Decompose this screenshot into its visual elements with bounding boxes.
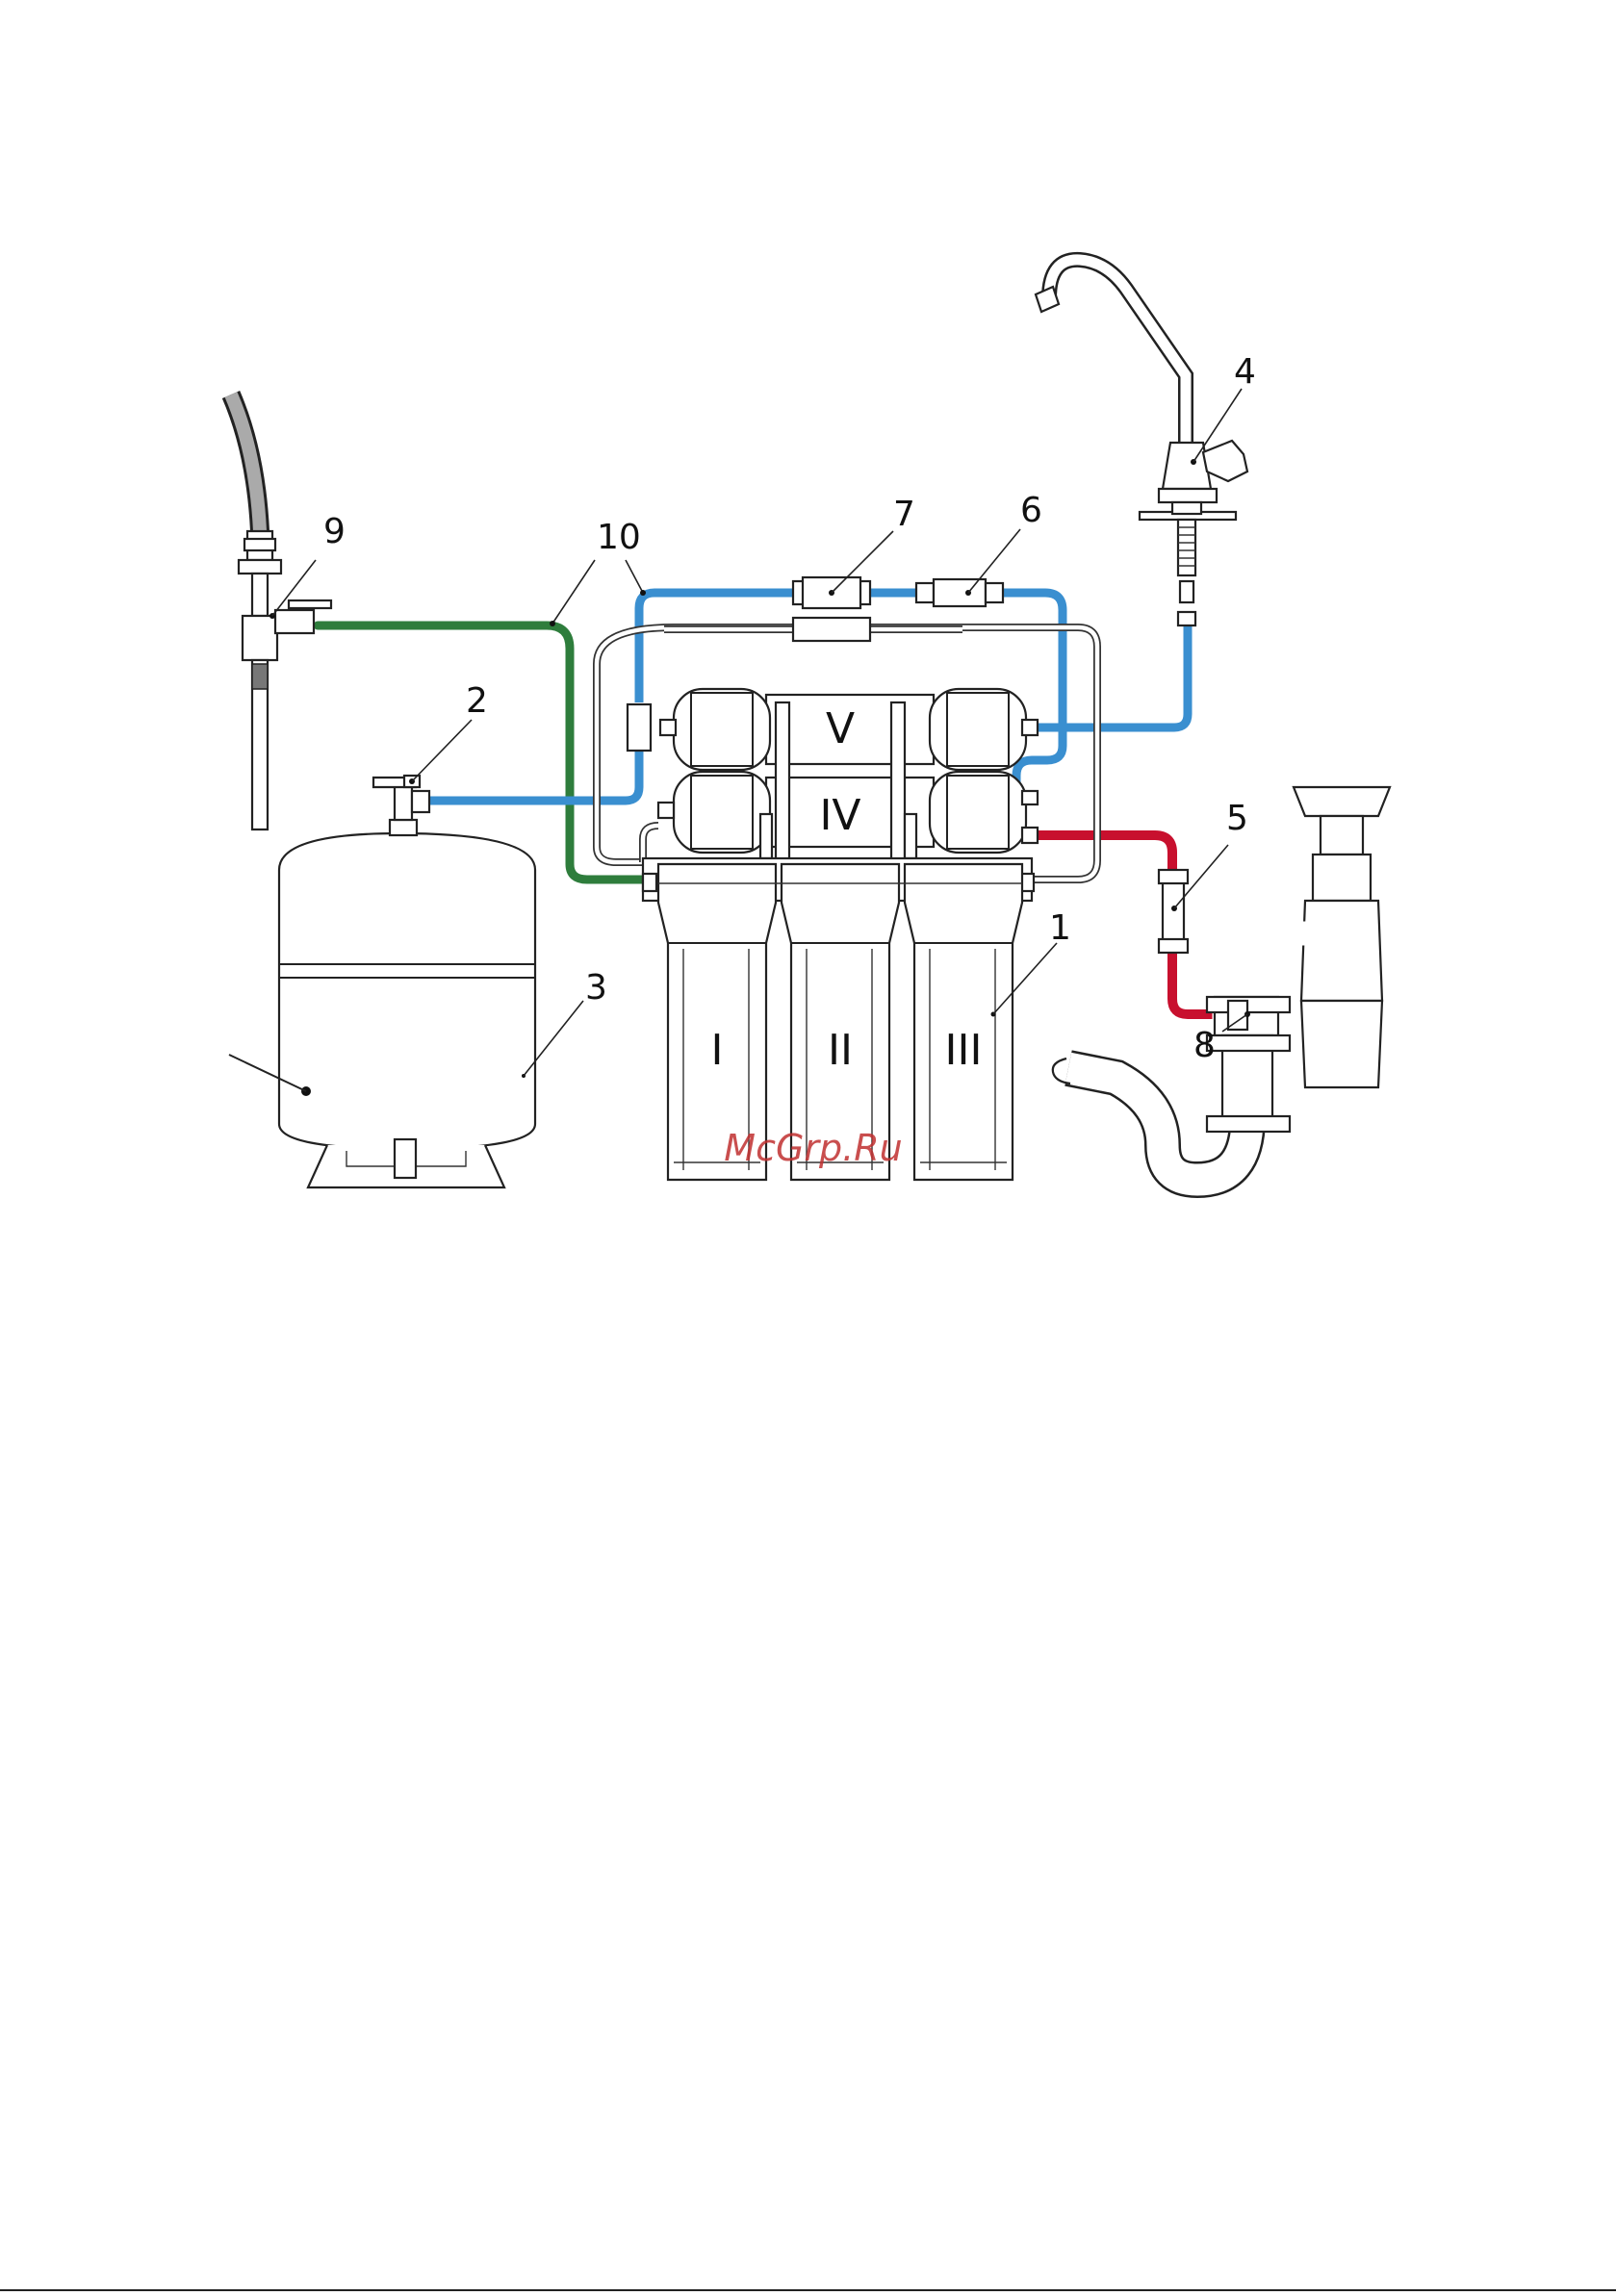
stage-label-v: V — [826, 704, 855, 753]
stage-label-i: I — [711, 1026, 724, 1075]
stage-label-ii: II — [828, 1026, 853, 1075]
callout-4: 4 — [1234, 352, 1256, 392]
callout-6: 6 — [1020, 491, 1042, 530]
drain-pipe — [1011, 835, 1236, 1014]
callout-9: 9 — [323, 512, 346, 551]
stage-label-iv: IV — [819, 791, 860, 840]
component-7 — [793, 577, 870, 641]
callout-7: 7 — [893, 495, 915, 534]
feed-valve-assembly — [231, 395, 331, 829]
stage-label-iii: III — [945, 1026, 983, 1075]
callout-8: 8 — [1193, 1026, 1216, 1065]
callout-5: 5 — [1226, 799, 1248, 838]
callout-10: 10 — [597, 518, 641, 557]
storage-tank — [229, 776, 535, 1187]
support-left — [776, 702, 789, 866]
callout-3: 3 — [585, 968, 607, 1008]
faucet — [1036, 260, 1247, 625]
drain-assembly — [1053, 787, 1390, 1180]
tank-pipe — [428, 751, 639, 801]
support-right — [891, 702, 905, 866]
callout-2: 2 — [466, 681, 488, 721]
watermark: McGrp.Ru — [724, 1127, 902, 1169]
component-6 — [916, 579, 1003, 606]
callout-1: 1 — [1049, 908, 1071, 948]
